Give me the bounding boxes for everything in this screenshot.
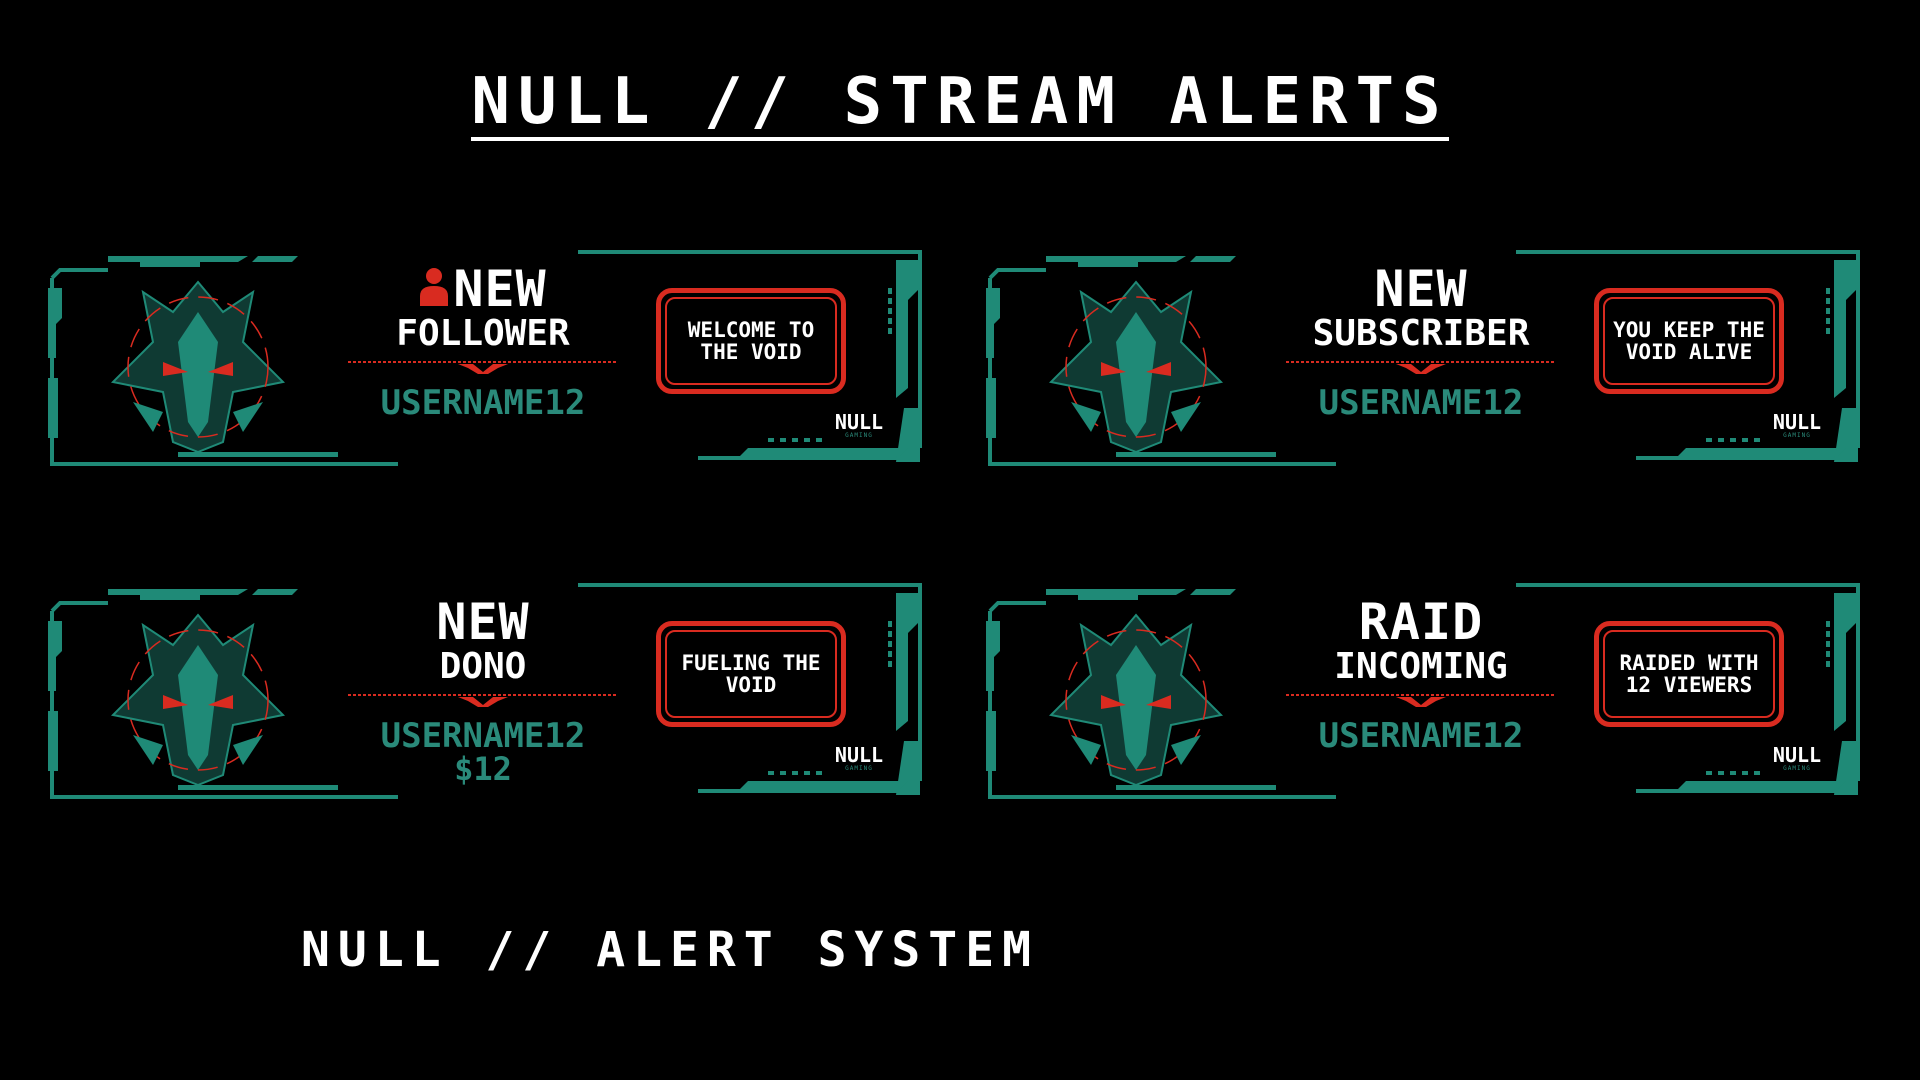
brand-subtitle: GAMING: [845, 765, 873, 772]
brand-subtitle: GAMING: [845, 432, 873, 439]
alert-card-raid: RAID INCOMING USERNAME12 RAIDED WITH 12 …: [986, 581, 1866, 805]
person-icon: [420, 268, 449, 306]
alert-headline-line2: FOLLOWER: [396, 313, 570, 354]
mascot-icon: [1048, 613, 1224, 785]
brand-logo: NULL GAMING: [824, 745, 894, 773]
alert-headline-line2: DONO: [439, 646, 527, 687]
alert-message: FUELING THE VOID: [681, 651, 821, 697]
alert-headline-line2: INCOMING: [1334, 646, 1508, 687]
brand-name: NULL: [834, 410, 884, 434]
alert-headline-line2: SUBSCRIBER: [1312, 313, 1530, 354]
page-title-text: NULL // STREAM ALERTS: [471, 65, 1449, 141]
alert-text-column: NEW FOLLOWER USERNAME12: [333, 258, 633, 458]
alert-card-subscriber: NEW SUBSCRIBER USERNAME12 YOU KEEP THE V…: [986, 248, 1866, 472]
divider-ornament: [1286, 361, 1556, 374]
alert-message-box: RAIDED WITH 12 VIEWERS: [1594, 621, 1784, 727]
alert-text-column: NEW DONO USERNAME12 $12: [333, 591, 633, 791]
brand-logo: NULL GAMING: [1762, 412, 1832, 440]
alert-headline-line1: NEW: [436, 593, 530, 651]
brand-subtitle: GAMING: [1783, 432, 1811, 439]
alert-frame: [48, 583, 922, 799]
alert-amount: $12: [454, 750, 512, 788]
alert-card-donation: NEW DONO USERNAME12 $12 FUELING THE VOID…: [48, 581, 928, 805]
divider-ornament: [348, 694, 618, 707]
brand-logo: NULL GAMING: [824, 412, 894, 440]
page-title: NULL // STREAM ALERTS: [0, 62, 1920, 142]
alert-message: WELCOME TO THE VOID: [687, 318, 815, 364]
mascot-icon: [1048, 280, 1224, 452]
alert-card-follower: NEW FOLLOWER USERNAME12 WELCOME TO THE V…: [48, 248, 928, 472]
alert-message: YOU KEEP THE VOID ALIVE: [1613, 318, 1765, 364]
alert-frame: [48, 250, 922, 466]
mascot-icon: [110, 280, 286, 452]
alert-headline-line1: NEW: [1374, 260, 1468, 318]
alert-headline-line1: NEW: [333, 264, 633, 314]
divider-ornament: [1286, 694, 1556, 707]
alert-message-box: WELCOME TO THE VOID: [656, 288, 846, 394]
footer-title: NULL // ALERT SYSTEM: [301, 922, 1039, 978]
alert-username: USERNAME12: [380, 716, 586, 756]
alert-username: USERNAME12: [1318, 383, 1524, 423]
brand-name: NULL: [1772, 410, 1822, 434]
brand-subtitle: GAMING: [1783, 765, 1811, 772]
mascot-icon: [110, 613, 286, 785]
brand-name: NULL: [1772, 743, 1822, 767]
alert-headline-line1: RAID: [1358, 593, 1484, 651]
alert-username: USERNAME12: [1318, 716, 1524, 756]
alert-text-column: NEW SUBSCRIBER USERNAME12: [1271, 258, 1571, 458]
alert-message-box: FUELING THE VOID: [656, 621, 846, 727]
divider-ornament: [348, 361, 618, 374]
alert-message: RAIDED WITH 12 VIEWERS: [1619, 651, 1759, 697]
alert-frame: [986, 583, 1860, 799]
alert-text-column: RAID INCOMING USERNAME12: [1271, 591, 1571, 791]
alert-username: USERNAME12: [380, 383, 586, 423]
brand-logo: NULL GAMING: [1762, 745, 1832, 773]
alert-frame: [986, 250, 1860, 466]
alert-message-box: YOU KEEP THE VOID ALIVE: [1594, 288, 1784, 394]
brand-name: NULL: [834, 743, 884, 767]
